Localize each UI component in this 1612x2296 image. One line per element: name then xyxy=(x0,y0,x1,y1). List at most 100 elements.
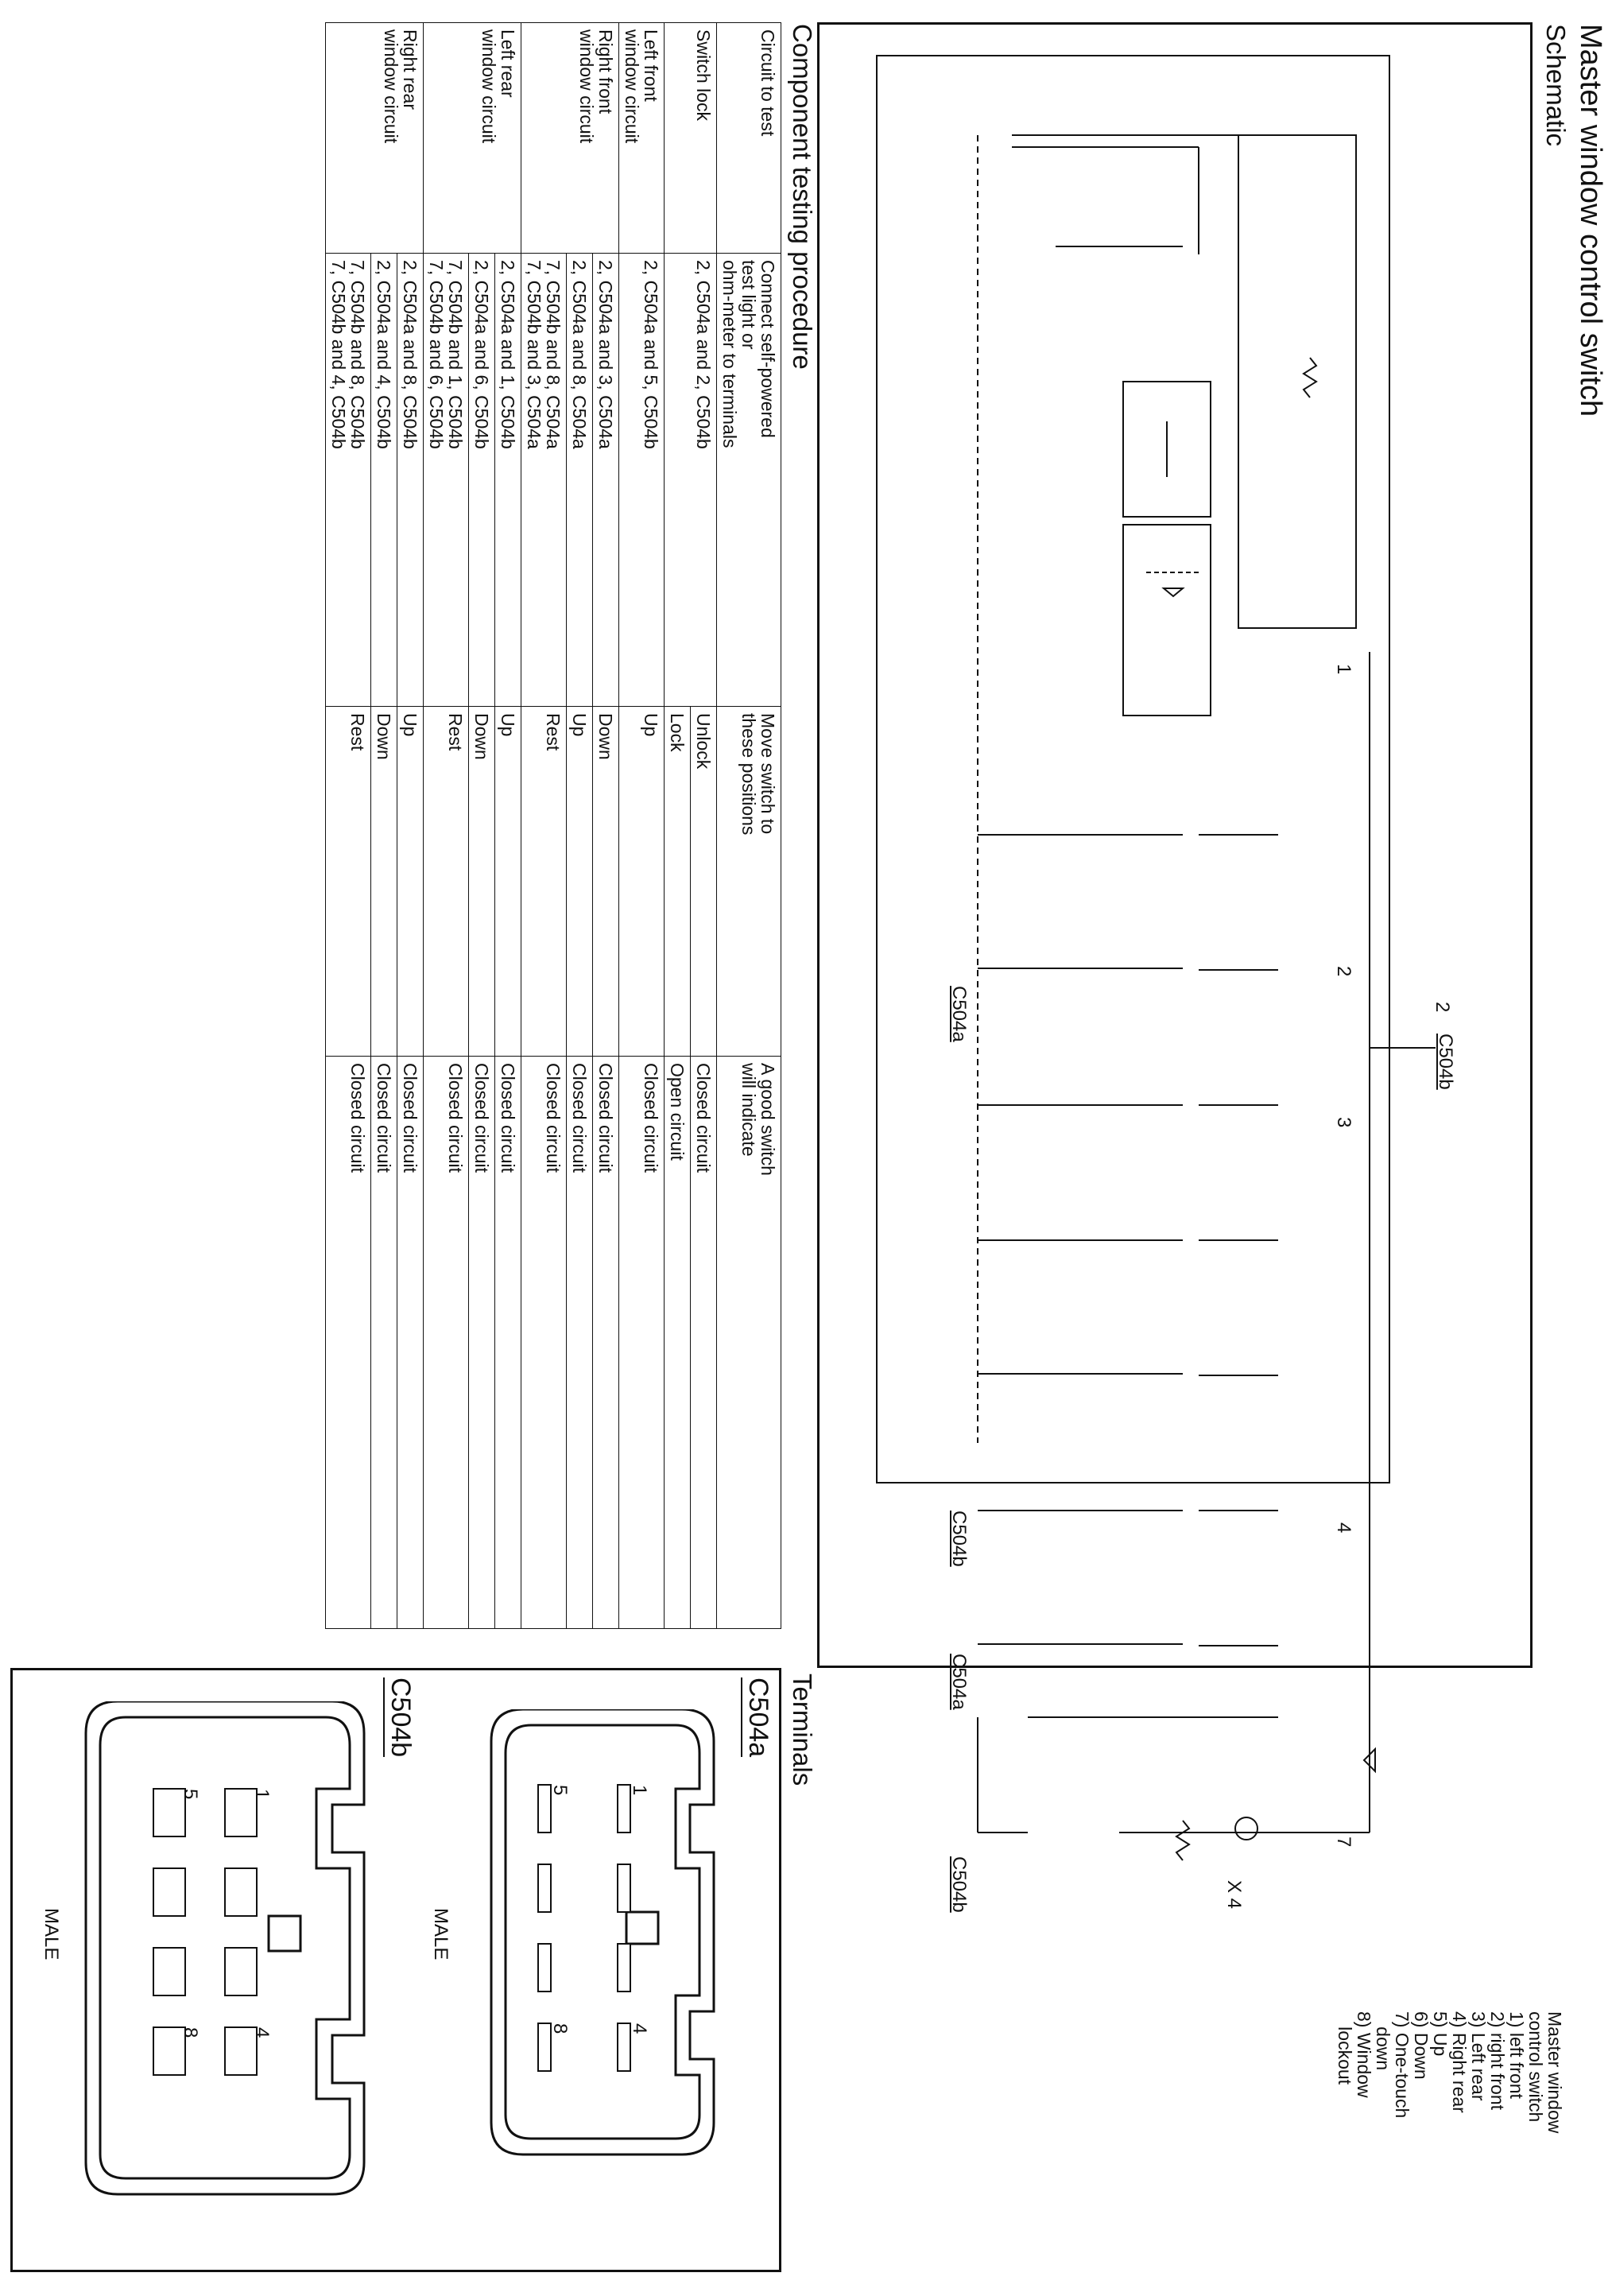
legend-line: down xyxy=(1373,2011,1393,2071)
svg-text:3: 3 xyxy=(1333,1117,1354,1127)
cell-terminals: 2, C504a and 4, C504b xyxy=(370,253,397,707)
cell-result: Closed circuit xyxy=(397,1056,424,1629)
svg-text:7: 7 xyxy=(1333,1836,1354,1847)
cell-result: Closed circuit xyxy=(423,1056,469,1629)
schematic-c504b-top: C504b xyxy=(1435,1034,1456,1090)
table-row: Switch lock 2, C504a and 2, C504b Unlock… xyxy=(664,22,717,1629)
component-testing-heading: Component testing procedure xyxy=(788,24,817,370)
cell-position: Unlock xyxy=(690,706,717,1057)
cell-terminals: 7, C504b and 8, C504a 7, C504b and 3, C5… xyxy=(521,253,567,707)
c504b-pin-5-label: 5 xyxy=(180,1789,201,1800)
c504b-pin-1-label: 1 xyxy=(251,1789,273,1800)
circuit-line: Left rear xyxy=(498,29,518,98)
header-line: test light or xyxy=(738,260,759,350)
table-row: Left front window circuit 2, C504a and 5… xyxy=(618,22,665,1629)
lamp-symbol xyxy=(1234,1817,1258,1840)
cell-result: Closed circuit xyxy=(494,1056,521,1629)
header-line: Connect self-powered xyxy=(758,260,778,438)
legend-line: lockout xyxy=(1335,2011,1355,2085)
circuit-line: Right rear xyxy=(400,29,420,110)
schematic-c504a-bottom: C504a xyxy=(948,986,970,1042)
header-positions: Move switch to these positions xyxy=(716,706,781,1057)
schematic-c504b-bottom: C504b xyxy=(948,1511,970,1567)
legend-line: Master window xyxy=(1544,2011,1565,2134)
cell-terminals: 2, C504a and 6, C504b xyxy=(468,253,495,707)
resistor-symbol xyxy=(1302,357,1318,398)
cell-position: Up xyxy=(494,706,521,1057)
connector-outline-inner xyxy=(504,1724,701,2140)
c504a-pin-8-label: 8 xyxy=(549,2023,571,2034)
schematic-c504b-bottom-2: C504b xyxy=(948,1856,970,1913)
table-row: Right rear window circuit 2, C504a and 8… xyxy=(325,22,424,1629)
legend-line: 5) Up xyxy=(1430,2011,1451,2057)
circuit-line: window circuit xyxy=(576,29,597,144)
switch-housing-outline xyxy=(876,55,1390,1483)
terminal-line: 7, C504b and 6, C504b xyxy=(426,260,447,449)
c504b-gender: MALE xyxy=(41,1908,62,1961)
c504a-gender: MALE xyxy=(430,1908,451,1961)
table-header-row: Circuit to test Connect self-powered tes… xyxy=(716,22,781,1629)
cell-result: Closed circuit xyxy=(521,1056,567,1629)
header-line: these positions xyxy=(738,713,759,836)
c504a-connector xyxy=(490,1709,715,2156)
table-row: 2, C504a and 8, C504a Up Closed circuit xyxy=(566,23,593,1629)
terminals-heading: Terminals xyxy=(788,1674,817,1786)
cell-result: Closed circuit xyxy=(468,1056,495,1629)
circuit-line: window circuit xyxy=(381,29,401,144)
diode-relay xyxy=(1161,588,1185,598)
header-result: A good switch will indicate xyxy=(716,1056,781,1629)
header-circuit: Circuit to test xyxy=(716,22,781,254)
terminal-line: 7, C504b and 3, C504a xyxy=(524,260,544,449)
schematic-legend: Master window control switch 1) left fro… xyxy=(1335,2011,1565,2134)
cell-terminals: 2, C504a and 2, C504b xyxy=(664,253,717,707)
cell-circuit: Right front window circuit xyxy=(521,22,619,254)
terminal-line: 7, C504b and 4, C504b xyxy=(328,260,349,449)
legend-line: 7) One-touch xyxy=(1392,2011,1412,2119)
table-row: 7, C504b and 8, C504a 7, C504b and 3, C5… xyxy=(521,23,567,1629)
c504b-pin-8-label: 8 xyxy=(180,2027,201,2038)
legend-line: 2) right front xyxy=(1487,2011,1508,2110)
cell-position: Up xyxy=(566,706,593,1057)
lockout-bar xyxy=(1238,134,1357,629)
schematic-c504a-bottom-2: C504a xyxy=(948,1654,970,1710)
cell-circuit: Left rear window circuit xyxy=(423,22,521,254)
legend-line: 8) Window xyxy=(1354,2011,1374,2098)
pin-8 xyxy=(153,2026,186,2076)
table-row: 7, C504b and 8, C504b 7, C504b and 4, C5… xyxy=(325,23,371,1629)
cell-result: Open circuit xyxy=(664,1056,691,1629)
terminal-line: 7, C504b and 8, C504a xyxy=(543,260,564,449)
terminal-line: 7, C504b and 8, C504b xyxy=(347,260,368,449)
pin-4 xyxy=(224,2026,258,2076)
component-testing-table: Circuit to test Connect self-powered tes… xyxy=(325,22,781,1629)
cell-position: Up xyxy=(397,706,424,1057)
pin-5 xyxy=(153,1788,186,1837)
cell-terminals: 2, C504a and 1, C504b xyxy=(494,253,521,707)
c504a-pin-1-label: 1 xyxy=(629,1785,650,1796)
c504b-label: C504b xyxy=(383,1677,416,1758)
switch-stack xyxy=(1199,834,1278,1646)
cell-terminals: 7, C504b and 8, C504b 7, C504b and 4, C5… xyxy=(325,253,371,707)
cell-circuit: Switch lock xyxy=(664,22,717,254)
pin-1 xyxy=(224,1788,258,1837)
svg-text:1: 1 xyxy=(1333,664,1354,674)
cell-position: Down xyxy=(592,706,619,1057)
cell-terminals: 2, C504a and 8, C504a xyxy=(566,253,593,707)
key-slot xyxy=(625,1910,660,1945)
cell-position: Lock xyxy=(664,706,691,1057)
c504a-pin-5-label: 5 xyxy=(549,1785,571,1796)
legend-line: 1) left front xyxy=(1506,2011,1527,2099)
cell-result: Closed circuit xyxy=(592,1056,619,1629)
cell-terminals: 7, C504b and 1, C504b 7, C504b and 6, C5… xyxy=(423,253,469,707)
cell-circuit: Right rear window circuit xyxy=(325,22,424,254)
c504b-connector xyxy=(84,1701,366,2196)
legend-line: 3) Left rear xyxy=(1468,2011,1489,2101)
c504b-pin-4-label: 4 xyxy=(251,2027,273,2038)
pin-4 xyxy=(617,2023,631,2072)
schematic-x4: X 4 xyxy=(1223,1880,1245,1910)
connector-outline-outer xyxy=(84,1701,366,2196)
cell-result: Closed circuit xyxy=(690,1056,717,1629)
diode-right xyxy=(1362,1747,1376,1774)
cell-terminals: 2, C504a and 8, C504b xyxy=(397,253,424,707)
